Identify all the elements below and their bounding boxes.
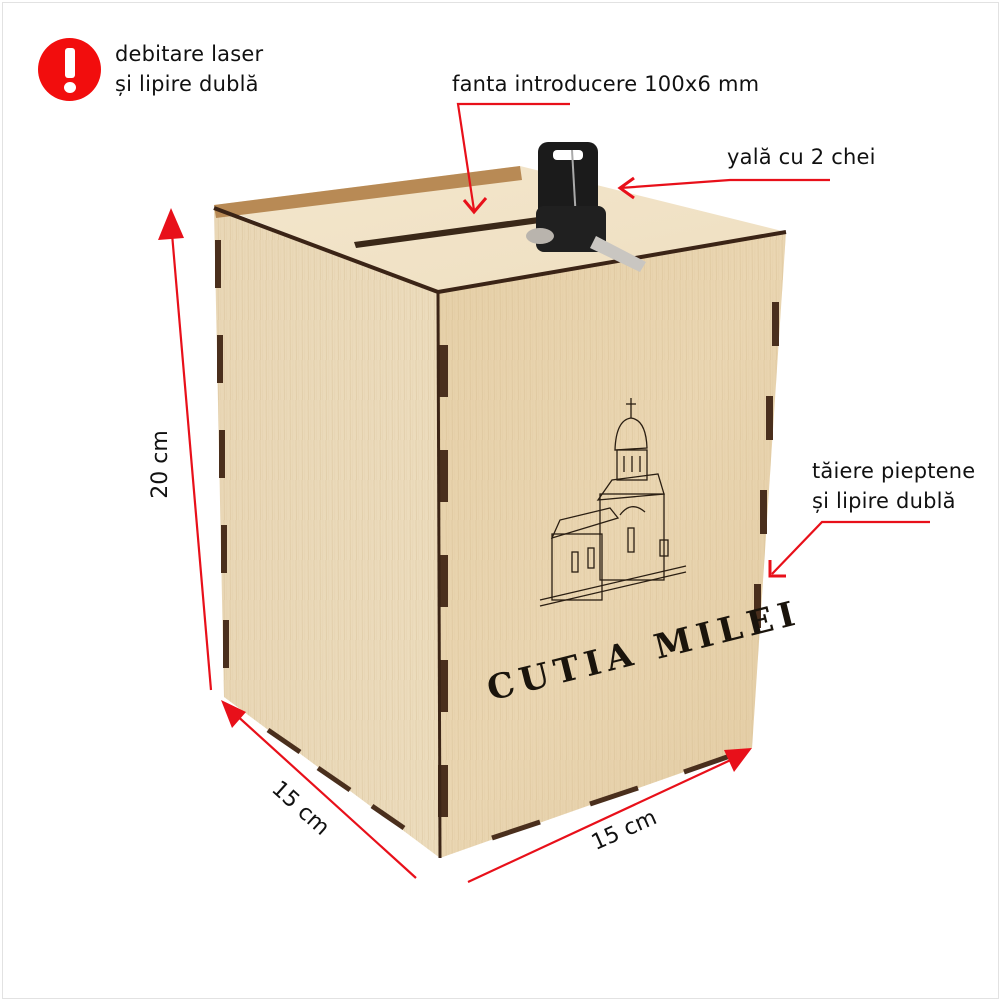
exclamation-bar xyxy=(65,48,75,78)
warning-label-line2: și lipire dublă xyxy=(115,72,259,96)
height-arrow xyxy=(169,221,213,691)
box-left-face xyxy=(214,208,440,858)
box-front-face xyxy=(438,232,786,858)
exclamation-dot xyxy=(64,82,76,93)
slot-label: fanta introducere 100x6 mm xyxy=(452,72,760,96)
exclamation-icon xyxy=(38,38,101,101)
warning-label-line1: debitare laser xyxy=(115,42,264,66)
joints-arrow xyxy=(771,520,930,575)
lock-label: yală cu 2 chei xyxy=(727,145,876,169)
box-top-lid xyxy=(213,166,787,859)
coin-slot xyxy=(354,214,562,248)
annotation-arrows xyxy=(169,102,930,883)
joints-label-line2: și lipire dublă xyxy=(812,489,956,513)
width-arrow xyxy=(467,757,736,883)
key-lock xyxy=(526,142,646,272)
height-dimension-label: 20 cm xyxy=(147,430,173,499)
slot-arrow xyxy=(456,102,570,211)
depth-arrow xyxy=(233,712,417,879)
lock-arrow xyxy=(619,178,830,190)
joints-label-line1: tăiere pieptene xyxy=(812,459,976,483)
church-engraving xyxy=(539,398,687,607)
arrow-heads xyxy=(158,208,752,772)
